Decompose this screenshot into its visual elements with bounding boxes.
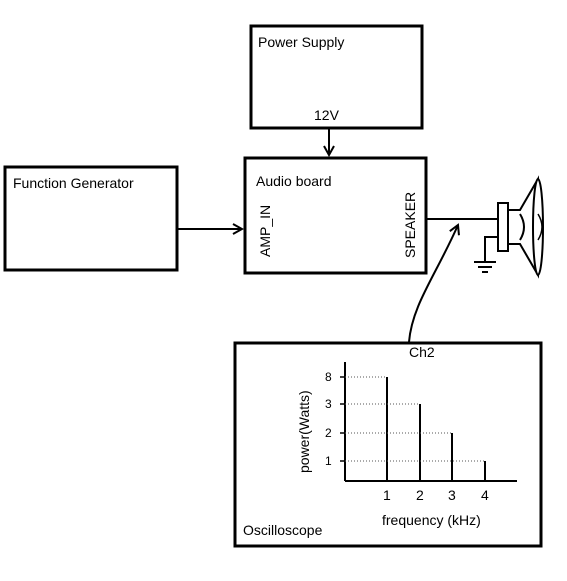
x-tick-label: 1 — [383, 487, 391, 503]
probe-wire — [408, 225, 458, 343]
power-spectrum-chart: power(Watts) frequency (kHz) 8 3 2 1 1 2 3 4 — [296, 362, 517, 528]
power-supply-box — [249, 24, 424, 130]
y-axis-label: power(Watts) — [296, 390, 312, 473]
x-tick-label: 4 — [481, 487, 489, 503]
power-supply-output-label: 12V — [314, 107, 340, 123]
ground-icon — [474, 261, 496, 273]
power-supply-block: Power Supply 12V — [249, 24, 424, 130]
function-generator-block: Function Generator — [3, 165, 179, 272]
power-supply-label: Power Supply — [258, 34, 344, 50]
x-tick-label: 2 — [416, 487, 424, 503]
y-tick-label: 1 — [325, 454, 332, 468]
speaker-pin-label: SPEAKER — [402, 192, 418, 258]
channel-label: Ch2 — [409, 344, 435, 360]
y-tick-label: 8 — [325, 370, 332, 384]
x-axis-label: frequency (kHz) — [382, 512, 481, 528]
ground-wire — [484, 236, 498, 262]
audio-board-box — [243, 156, 428, 275]
function-generator-box — [3, 165, 179, 272]
oscilloscope-label: Oscilloscope — [243, 522, 323, 538]
y-tick-label: 2 — [325, 426, 332, 440]
amp-in-pin-label: AMP_IN — [257, 205, 273, 257]
speaker-icon — [497, 175, 544, 279]
y-tick-label: 3 — [325, 397, 332, 411]
function-generator-label: Function Generator — [13, 175, 134, 191]
audio-board-label: Audio board — [256, 173, 332, 189]
audio-board-block: Audio board AMP_IN SPEAKER — [243, 156, 428, 275]
x-tick-label: 3 — [448, 487, 456, 503]
